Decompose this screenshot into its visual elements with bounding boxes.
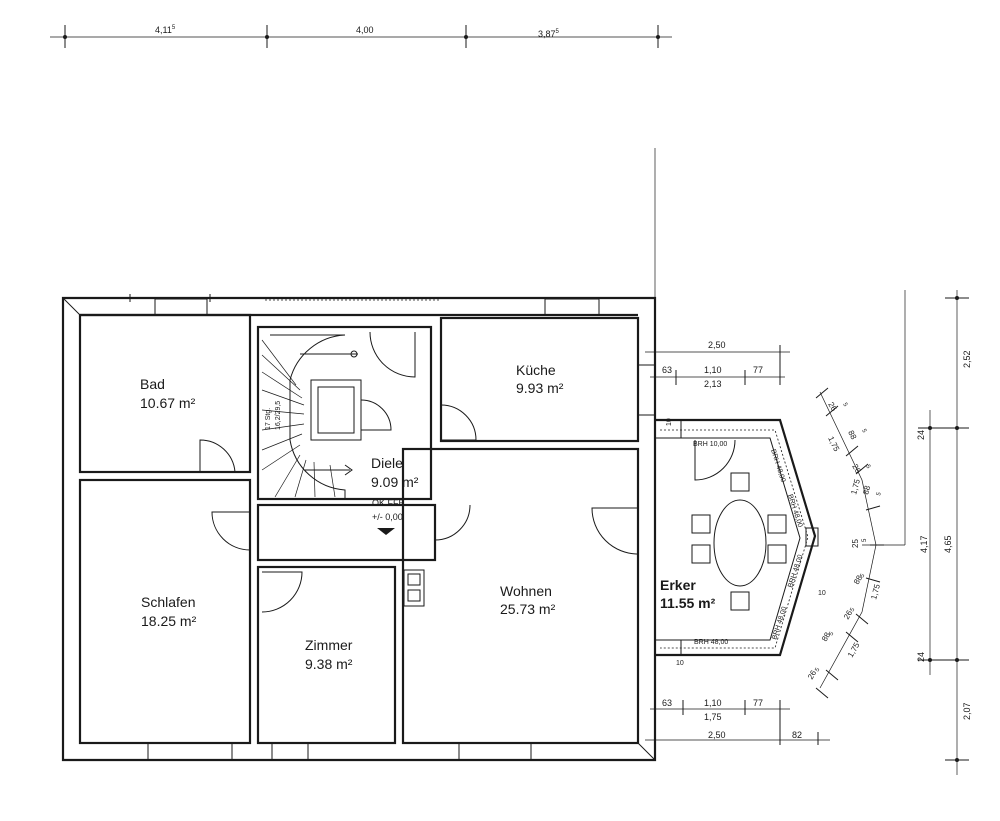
erker-dims-bottom: 63 1,10 77 1,75 2,50 82 [645, 698, 830, 745]
curve-dim-label: 1,75 [846, 641, 862, 659]
brh-diag-1: BRH 48,00 [769, 448, 786, 483]
erker-bot-sub: 1,75 [704, 712, 722, 722]
kueche-name: Küche [516, 362, 556, 378]
dim-right-1: 2,52 [962, 350, 972, 368]
room-kueche: Küche 9.93 m² [439, 298, 656, 443]
curve-dim-label: 5 [862, 538, 868, 542]
dim-right-2: 24 [916, 430, 926, 440]
diele-area: 9.09 m² [371, 474, 419, 490]
erker-top-sub: 2,13 [704, 379, 722, 389]
erker-top-c: 77 [753, 365, 763, 375]
chimney [403, 569, 425, 607]
curve-dim-label: 5 [841, 402, 848, 408]
curve-dim-label: 5 [815, 667, 822, 673]
erker-bot-b: 1,10 [704, 698, 722, 708]
curve-dim-label: 26 [850, 463, 863, 476]
curve-dim-label: 5 [829, 631, 836, 637]
stair-rise: 16,2/29,5 [275, 401, 282, 430]
erker-area: 11.55 m² [660, 595, 716, 611]
level-line2: +/- 0,00 [372, 512, 403, 522]
curve-dim-label: 5 [860, 573, 867, 579]
dim-right-5: 24 [916, 652, 926, 662]
curve-dim-label: 5 [850, 607, 857, 613]
level-marker-icon [377, 528, 395, 535]
outer-walls [61, 148, 657, 762]
curve-dim-label: 88 [846, 429, 858, 441]
erker-top-a: 63 [662, 365, 672, 375]
right-dimension-chain: 2,52 24 4,17 4,65 24 2,07 [862, 290, 972, 775]
erker-dims-top: 2,50 63 1,10 77 2,13 [645, 340, 790, 389]
wohnen-name: Wohnen [500, 583, 552, 599]
wall10-mid: 10 [818, 590, 826, 597]
stair-steps: 17 Stg. [265, 408, 272, 430]
brh-top: BRH 10,00 [693, 441, 727, 448]
room-bad: Bad 10.67 m² [78, 298, 252, 474]
erker-bot-c: 77 [753, 698, 763, 708]
level-line1: OK FFB [372, 498, 405, 508]
schlafen-name: Schlafen [141, 594, 195, 610]
room-diele: 17 Stg. 16,2/29,5 Diele 9.09 m² OK FFB +… [256, 325, 471, 562]
kueche-area: 9.93 m² [516, 380, 564, 396]
zimmer-area: 9.38 m² [305, 656, 353, 672]
zimmer-name: Zimmer [305, 637, 353, 653]
dim-top-1: 4,115 [155, 25, 176, 35]
diele-name: Diele [371, 455, 403, 471]
erker-bot-a: 63 [662, 698, 672, 708]
curve-dim-label: 5 [864, 464, 871, 470]
dim-right-6: 2,07 [962, 702, 972, 720]
schlafen-area: 18.25 m² [141, 613, 197, 629]
wall10-bot: 10 [676, 660, 684, 667]
dim-right-3: 4,17 [919, 535, 929, 553]
top-dimension-chain: 4,115 4,00 3,875 [50, 25, 672, 48]
curve-dim-label: 1,75 [869, 583, 882, 601]
wall10-top: 10 [666, 418, 673, 426]
dim-top-3: 3,875 [538, 29, 560, 39]
curve-dim-label: 5 [860, 428, 867, 434]
curve-dim-label: 5 [876, 491, 883, 496]
curve-dim-label: 1,75 [849, 478, 862, 496]
curve-dim-label: 26 [826, 401, 839, 414]
wohnen-area: 25.73 m² [500, 601, 556, 617]
room-zimmer: Zimmer 9.38 m² [256, 565, 397, 761]
curve-dim-label: 25 [851, 539, 860, 548]
erker-name: Erker [660, 577, 696, 593]
bad-area: 10.67 m² [140, 395, 196, 411]
erker-top-total: 2,50 [708, 340, 726, 350]
room-erker: Erker 11.55 m² BRH 10,00 BRH 48,00 BRH 4… [654, 418, 826, 667]
room-wohnen: Wohnen 25.73 m² [401, 447, 640, 761]
curve-dim-label: 88 [861, 484, 872, 495]
erker-bot-total: 2,50 [708, 730, 726, 740]
bad-name: Bad [140, 376, 165, 392]
dim-top-2: 4,00 [356, 25, 374, 35]
erker-top-b: 1,10 [704, 365, 722, 375]
room-schlafen: Schlafen 18.25 m² [78, 478, 252, 761]
brh-bottom: BRH 48,00 [694, 639, 728, 646]
dim-right-4: 4,65 [943, 535, 953, 553]
brh-diag-2: BRH 48,00 [786, 493, 803, 528]
curve-dim-label: 1,75 [826, 435, 841, 453]
erker-bot-d: 82 [792, 730, 802, 740]
